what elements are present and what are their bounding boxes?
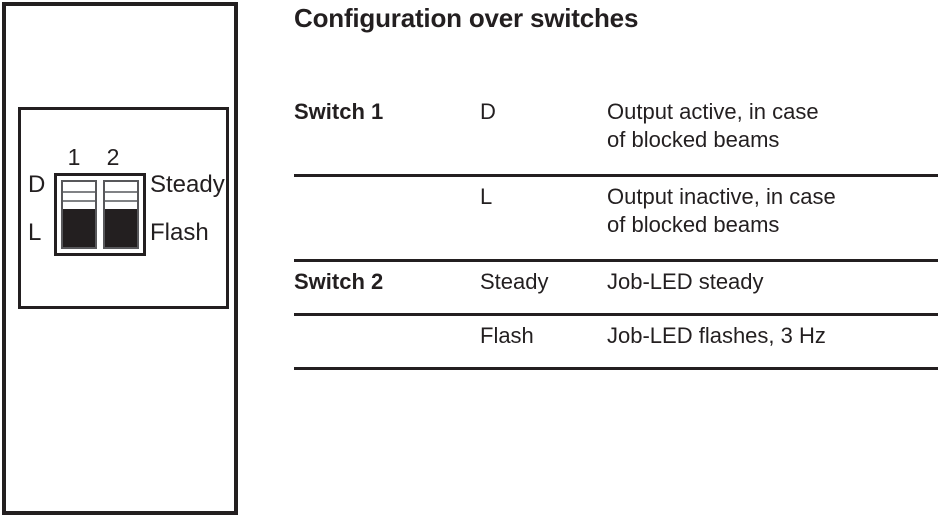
description-line: Job-LED steady — [607, 269, 764, 294]
figure-panel: 1 2 D L Steady Flash — [2, 2, 238, 515]
table-cell-setting: Steady — [480, 269, 549, 294]
table-row: L Output inactive, in case of blocked be… — [294, 177, 938, 262]
dip-slider-1-actuator[interactable] — [63, 208, 95, 247]
dip-switch-illustration: 1 2 D L Steady Flash — [18, 107, 229, 309]
table-cell-setting: Flash — [480, 323, 534, 348]
dip-label-flash: Flash — [150, 219, 209, 246]
dip-slider-1[interactable] — [61, 180, 97, 249]
dip-slider-2[interactable] — [103, 180, 139, 249]
table-cell-setting: D — [480, 99, 496, 124]
dip-pin-number-2: 2 — [106, 144, 120, 170]
page-title: Configuration over switches — [294, 3, 639, 33]
table-row: Flash Job-LED flashes, 3 Hz — [294, 316, 938, 370]
table-row: Switch 1 D Output active, in case of blo… — [294, 92, 938, 177]
table-cell-switch: Switch 1 — [294, 99, 384, 124]
table-cell-setting: L — [480, 184, 493, 209]
dip-slider-2-actuator[interactable] — [105, 208, 137, 247]
dip-switch-package[interactable] — [54, 173, 146, 256]
description-line: of blocked beams — [607, 127, 780, 152]
table-cell-switch: Switch 2 — [294, 269, 384, 294]
dip-label-d: D — [28, 171, 46, 198]
dip-label-l: L — [28, 219, 42, 246]
dip-pin-number-row: 1 2 — [53, 143, 149, 171]
description-line: Job-LED flashes, 3 Hz — [607, 323, 826, 348]
dip-pin-number-1: 1 — [67, 144, 81, 170]
switch-configuration-table: Switch 1 D Output active, in case of blo… — [294, 92, 938, 370]
content-panel: Configuration over switches Switch 1 D O… — [294, 0, 938, 524]
table-row: Switch 2 Steady Job-LED steady — [294, 262, 938, 316]
dip-slider-2-track — [105, 182, 137, 209]
dip-label-steady: Steady — [150, 171, 225, 198]
table-cell-description: Job-LED steady — [607, 268, 938, 296]
description-line: Output active, in case — [607, 99, 819, 124]
table-cell-description: Output inactive, in case of blocked beam… — [607, 183, 938, 239]
dip-slider-1-track — [63, 182, 95, 209]
description-line: Output inactive, in case — [607, 184, 836, 209]
table-cell-description: Job-LED flashes, 3 Hz — [607, 322, 938, 350]
table-cell-description: Output active, in case of blocked beams — [607, 98, 938, 154]
description-line: of blocked beams — [607, 212, 780, 237]
